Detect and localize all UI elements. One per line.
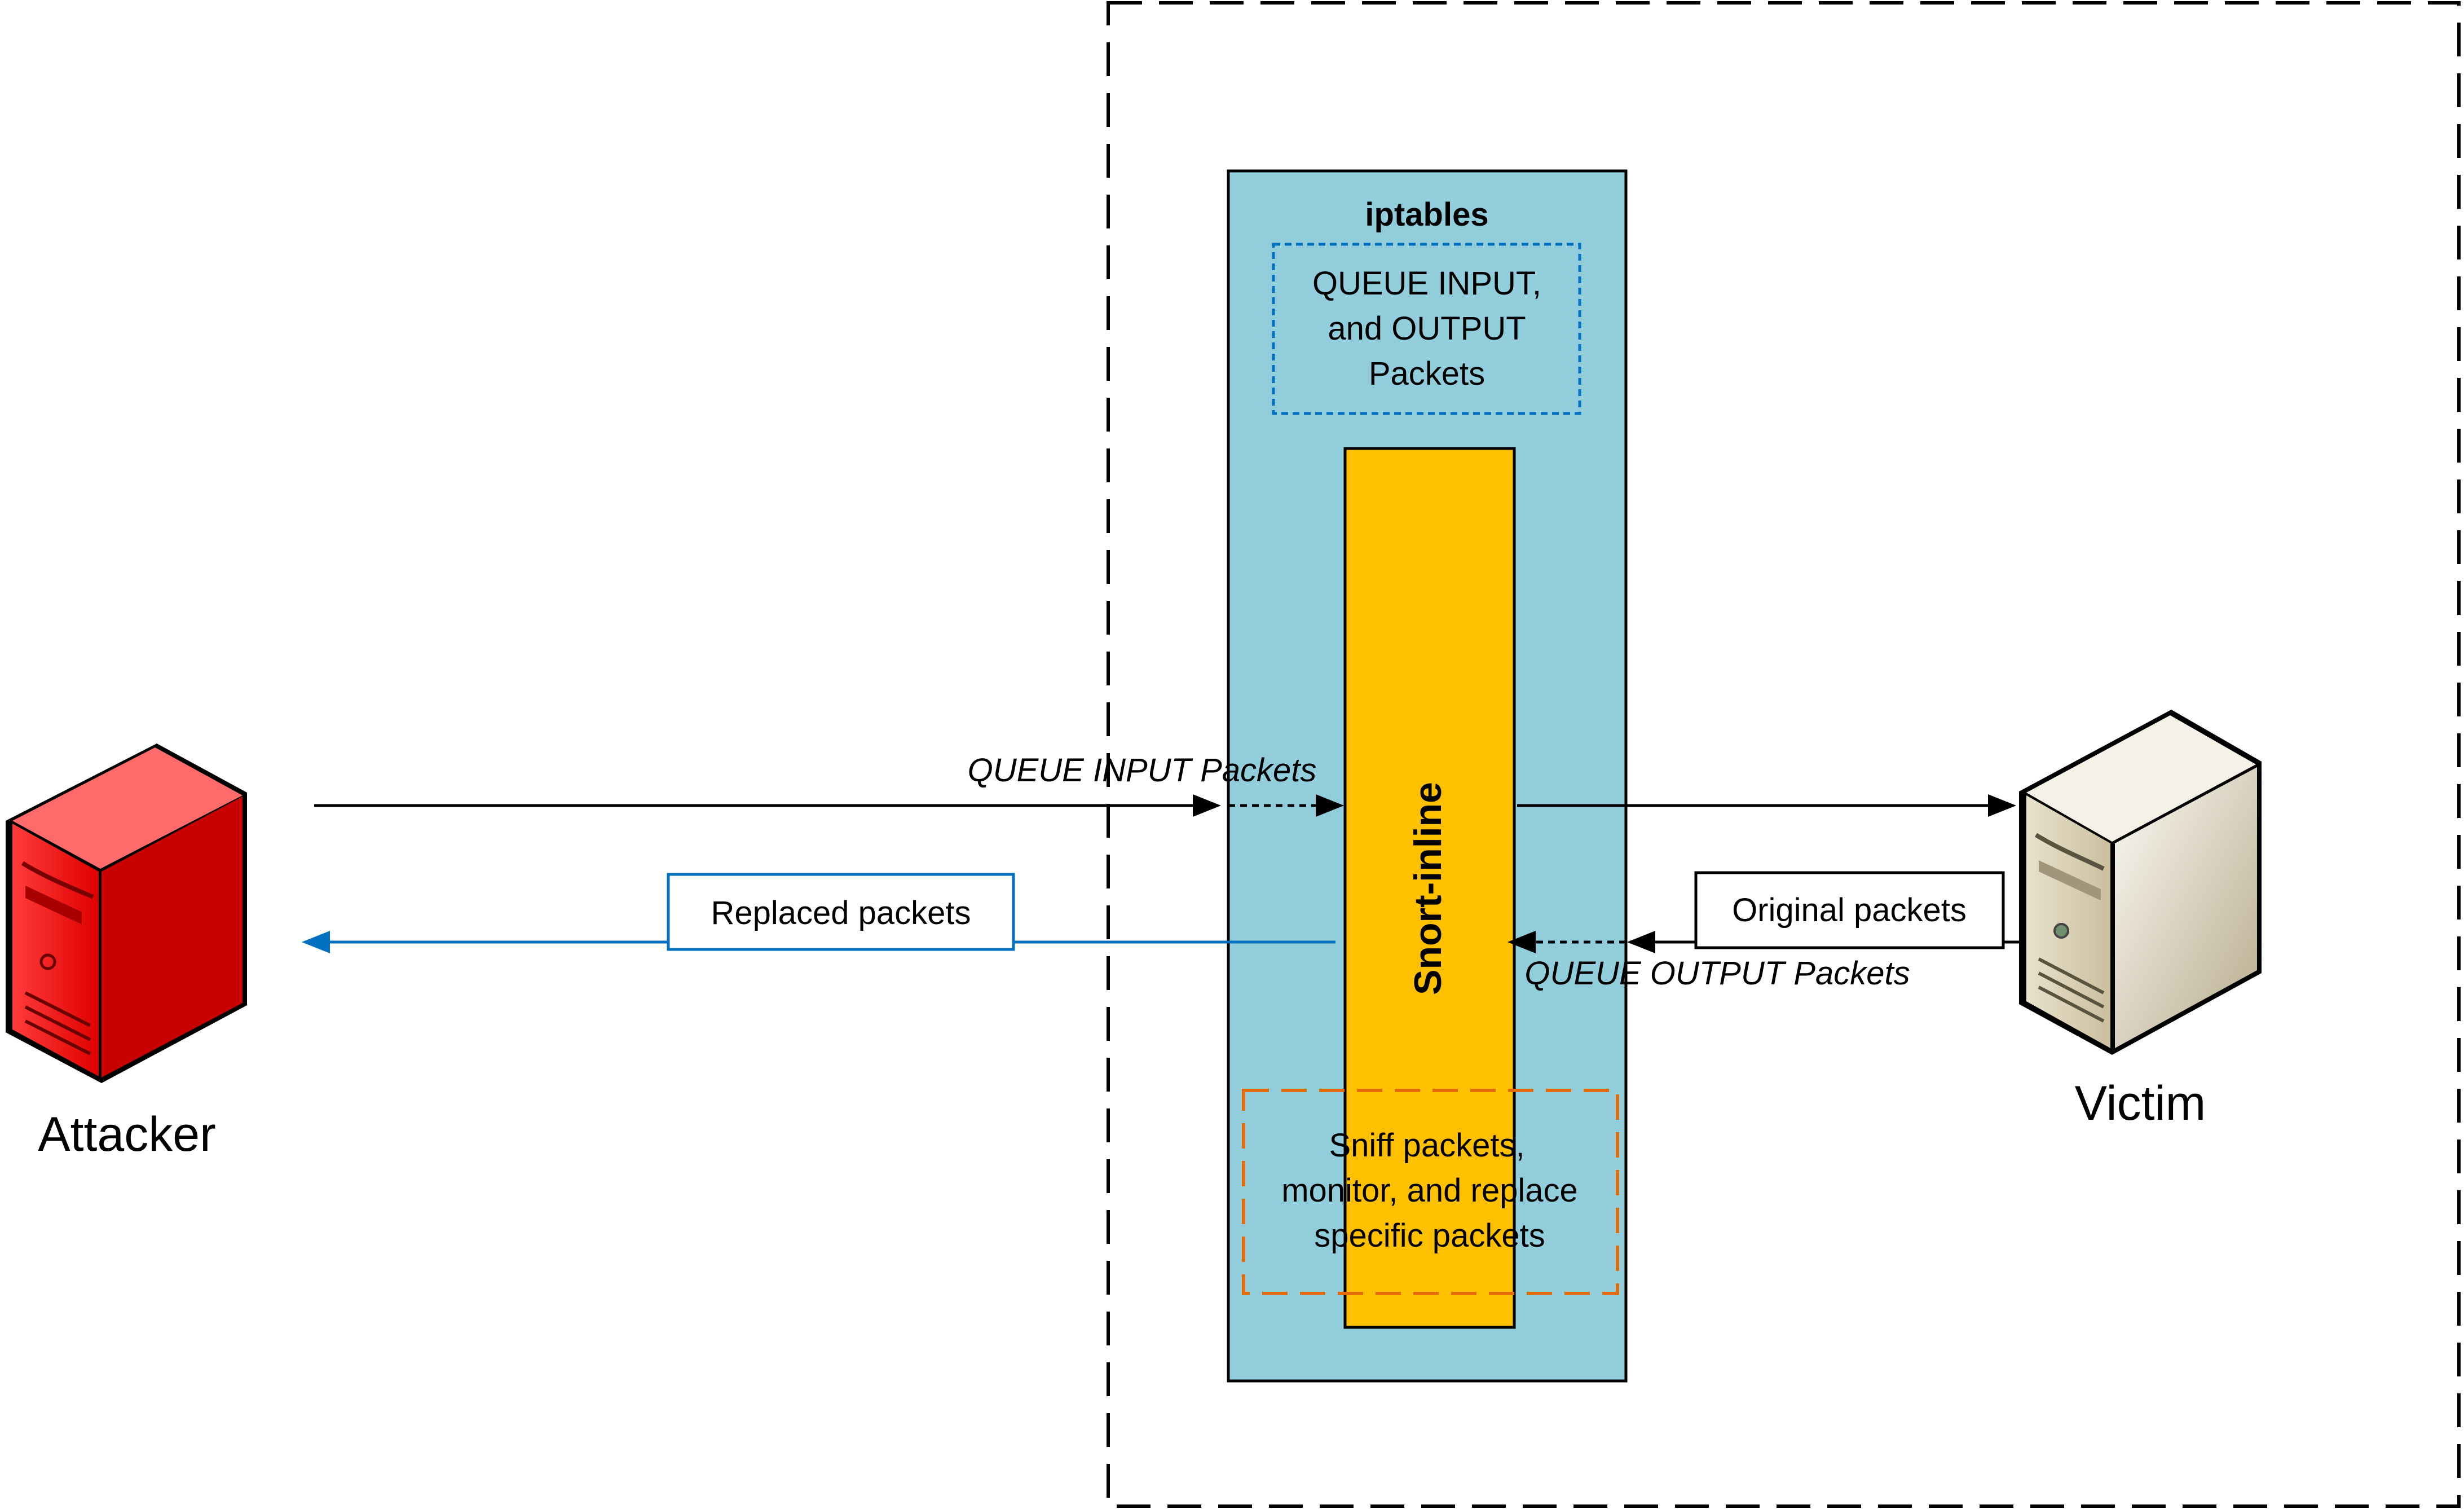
replaced-packets-box: Replaced packets bbox=[667, 873, 1015, 951]
sniff-box-line-3: specific packets bbox=[1314, 1217, 1545, 1254]
snort-inline-label: Snort-inline bbox=[1407, 782, 1449, 995]
original-packets-label: Original packets bbox=[1732, 892, 1967, 929]
queue-box-line-2: and OUTPUT bbox=[1328, 310, 1526, 347]
queue-output-label: QUEUE OUTPUT Packets bbox=[1524, 955, 1910, 992]
iptables-title: iptables bbox=[1365, 196, 1488, 233]
attacker-label: Attacker bbox=[38, 1107, 215, 1162]
snort-inline-block: Snort-inline bbox=[1343, 447, 1516, 1329]
queue-box: QUEUE INPUT, and OUTPUT Packets bbox=[1272, 243, 1581, 415]
victim-label: Victim bbox=[2075, 1076, 2206, 1130]
sniff-box-line-2: monitor, and replace bbox=[1281, 1172, 1578, 1209]
beige-server-icon bbox=[2019, 710, 2262, 1055]
queue-input-label: QUEUE INPUT Packets bbox=[968, 752, 1317, 789]
queue-box-line-1: QUEUE INPUT, bbox=[1312, 265, 1541, 302]
network-boundary bbox=[1107, 1, 2461, 1508]
red-server-icon bbox=[6, 743, 247, 1083]
original-packets-box: Original packets bbox=[1694, 871, 2005, 949]
sniff-box-line-1: Sniff packets, bbox=[1329, 1127, 1524, 1164]
queue-box-line-3: Packets bbox=[1369, 355, 1485, 392]
sniff-box: Sniff packets, monitor, and replace spec… bbox=[1242, 1089, 1619, 1295]
replaced-packets-label: Replaced packets bbox=[711, 895, 971, 931]
